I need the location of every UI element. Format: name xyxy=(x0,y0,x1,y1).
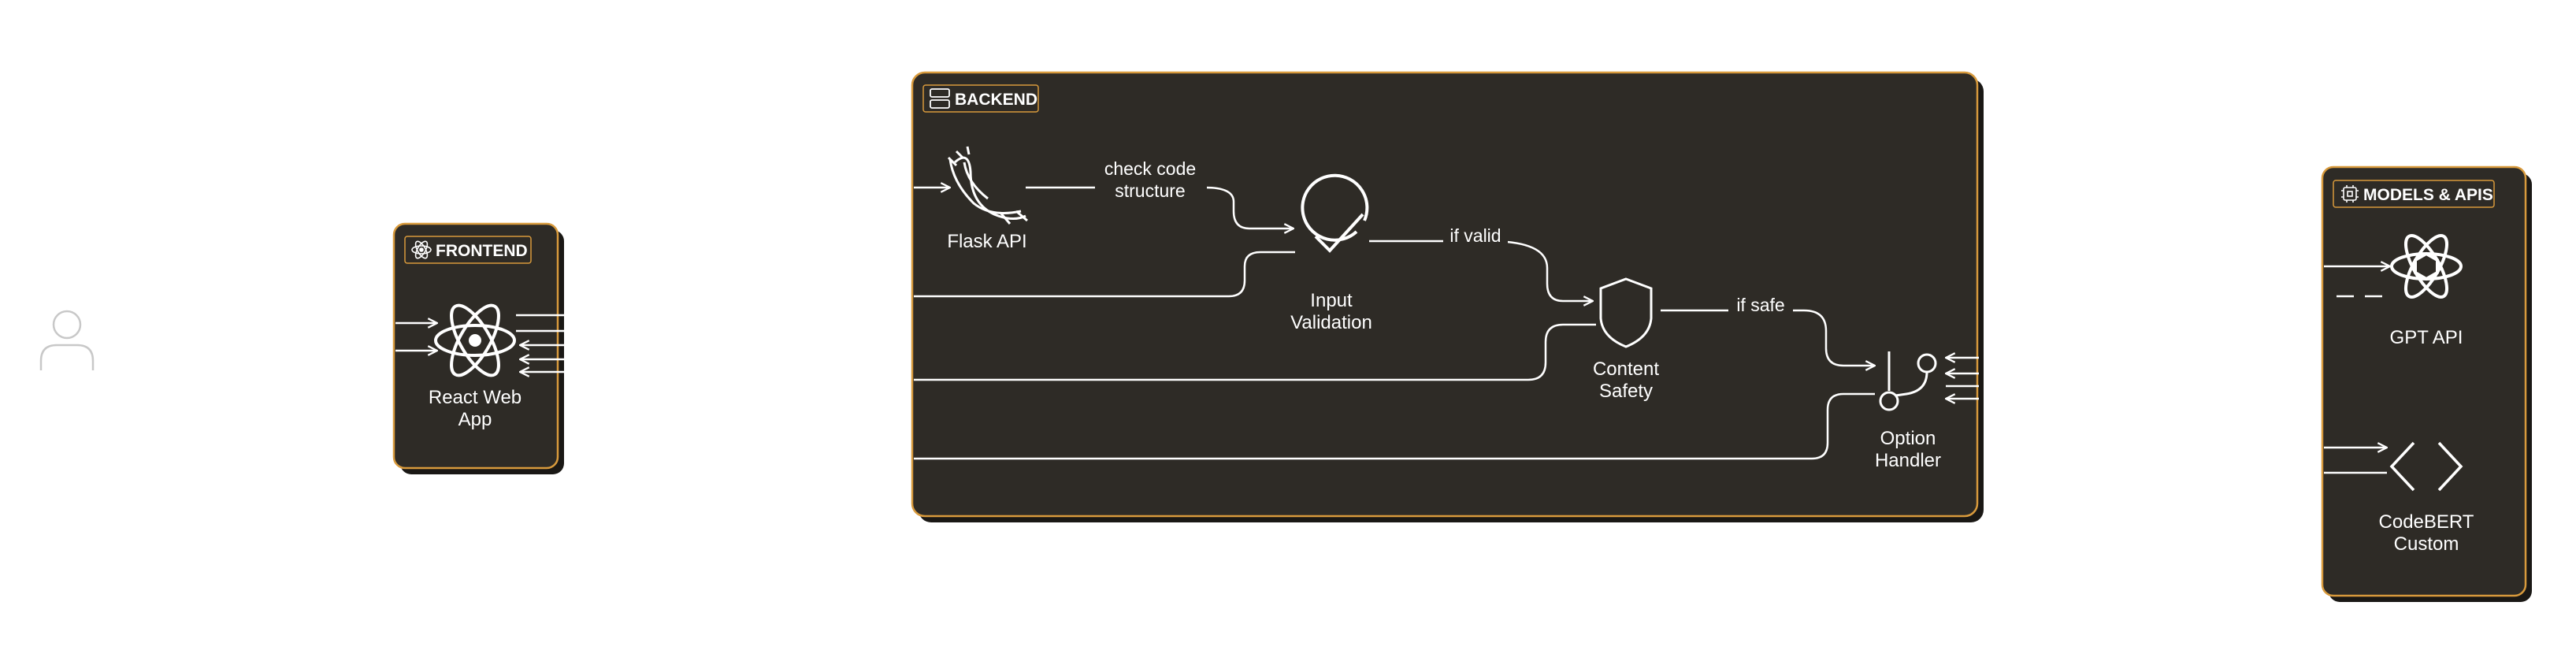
codebert-label-line1: CodeBERT xyxy=(2379,511,2474,533)
frontend-group: FRONTEND React Web App xyxy=(392,222,564,474)
edge-passthrough-to-validation xyxy=(914,251,1295,298)
check-circle-icon xyxy=(1301,173,1369,253)
edge-label-if-safe-text: if safe xyxy=(1736,295,1784,315)
gpt-api-label: GPT API xyxy=(2390,327,2463,348)
react-app-label-line2: App xyxy=(458,409,492,430)
content-safety-label-line2: Safety xyxy=(1599,381,1653,402)
input-validation-label-line1: Input xyxy=(1310,290,1353,311)
chip-icon xyxy=(2341,185,2359,203)
content-safety-node: Content Safety xyxy=(1593,277,1659,402)
models-group: MODELS & APIS GPT API CodeBERT Custom xyxy=(2321,165,2532,602)
codebert-node: CodeBERT Custom xyxy=(2379,441,2474,555)
frontend-label: FRONTEND xyxy=(436,242,528,260)
server-icon xyxy=(930,88,950,109)
option-handler-label-line2: Handler xyxy=(1875,450,1941,471)
flask-icon xyxy=(947,146,1028,225)
edge-flask-to-validation xyxy=(1026,186,1294,229)
input-validation-node: Input Validation xyxy=(1290,173,1372,333)
option-handler-label-line1: Option xyxy=(1880,428,1936,449)
flask-api-node: Flask API xyxy=(947,146,1028,252)
frontend-badge: FRONTEND xyxy=(404,236,532,264)
react-app-label-line1: React Web xyxy=(429,387,522,408)
option-handler-node: Option Handler xyxy=(1875,351,1941,471)
react-icon xyxy=(411,240,432,259)
backend-badge: BACKEND xyxy=(922,84,1039,113)
backend-label: BACKEND xyxy=(955,91,1037,109)
edge-label-if-safe: if safe xyxy=(1728,295,1793,319)
flask-api-label: Flask API xyxy=(947,231,1026,252)
models-badge: MODELS & APIS xyxy=(2333,180,2495,208)
react-app-node: React Web App xyxy=(429,303,522,430)
code-brackets-icon xyxy=(2389,441,2463,492)
edge-safety-to-handler xyxy=(1661,309,1875,366)
models-label: MODELS & APIS xyxy=(2363,186,2493,204)
react-icon xyxy=(434,303,516,377)
edge-label-check-code-line2: structure xyxy=(1115,180,1185,201)
user-icon xyxy=(39,310,95,370)
edge-passthrough-to-safety xyxy=(914,323,1596,381)
codebert-label-line2: Custom xyxy=(2394,533,2459,555)
branch-icon xyxy=(1879,351,1937,411)
input-validation-label-line2: Validation xyxy=(1290,312,1372,333)
openai-icon xyxy=(2390,234,2463,299)
edge-passthrough-to-handler xyxy=(914,392,1875,460)
edge-validation-to-safety xyxy=(1369,240,1593,301)
shield-icon xyxy=(1599,277,1653,348)
edge-label-if-valid: if valid xyxy=(1443,225,1508,250)
edge-label-check-code: check code structure xyxy=(1095,154,1207,203)
content-safety-label-line1: Content xyxy=(1593,359,1659,380)
edge-label-check-code-line1: check code xyxy=(1104,158,1196,179)
edge-label-if-valid-text: if valid xyxy=(1449,225,1501,246)
gpt-api-node: GPT API xyxy=(2390,234,2463,348)
